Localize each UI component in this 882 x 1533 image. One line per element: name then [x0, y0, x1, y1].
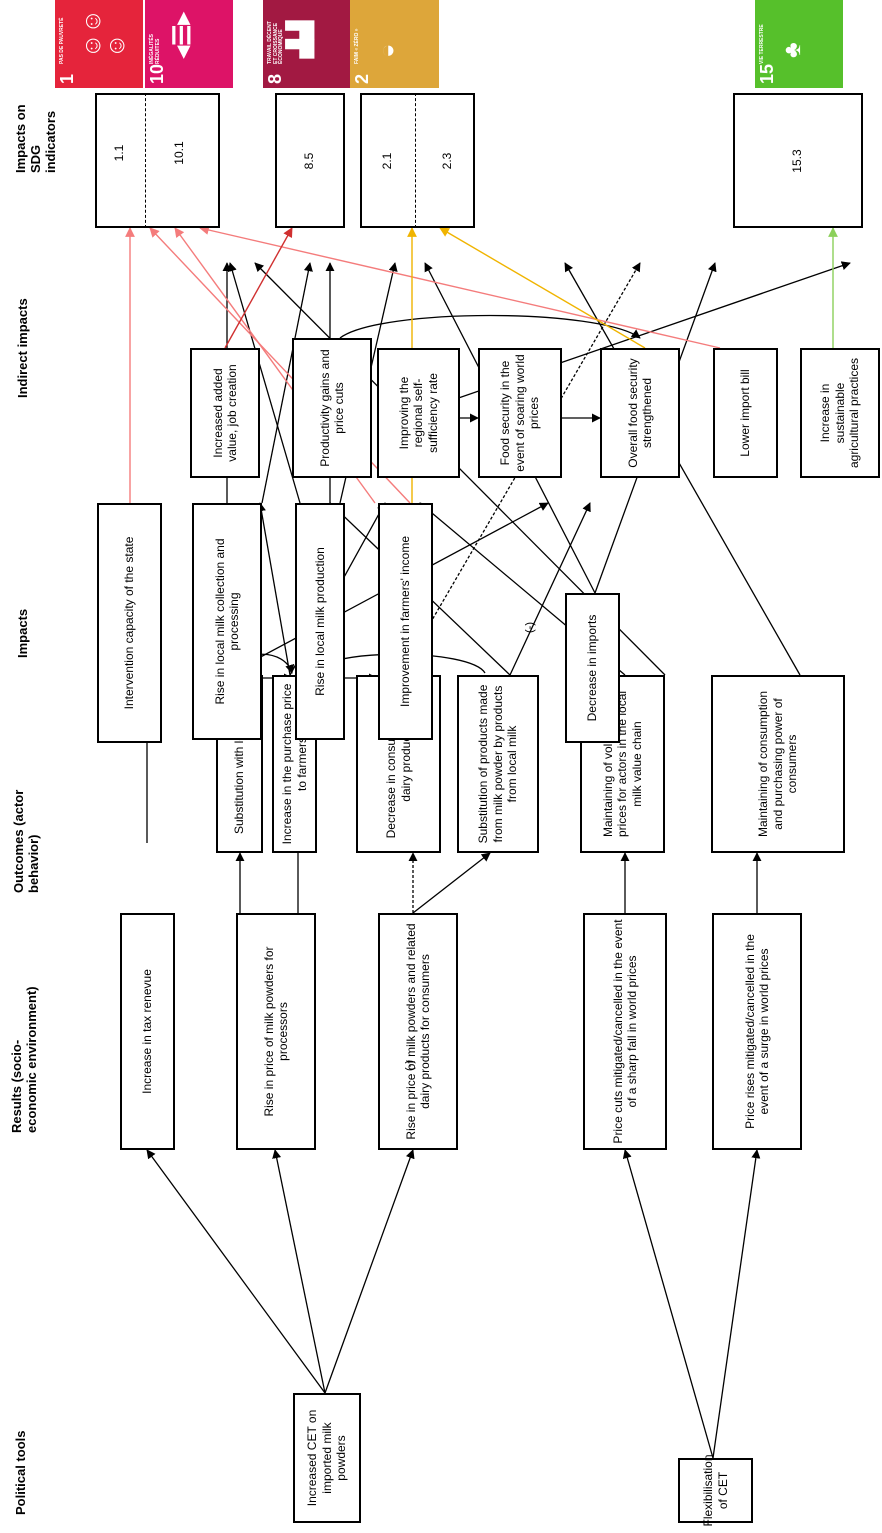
node-self-sufficiency: Improving the regional self-sufficiency … [377, 348, 460, 478]
equality-icon: ◂☰▸ [169, 12, 196, 58]
header-political-tools: Political tools [13, 1430, 28, 1515]
node-price-consumers: Rise in price of milk powders and relate… [378, 913, 458, 1150]
node-maintaining-consumption: Maintaining of consumption and purchasin… [711, 675, 845, 853]
node-productivity-gains: Productivity gains and price cuts [292, 338, 372, 478]
header-sdg-indicators: Impacts on SDG indicators [13, 104, 58, 173]
edge-cons-prod [412, 852, 491, 914]
edge-power-foodsec [564, 262, 801, 676]
tree-icon: ♣ [779, 42, 806, 58]
edge-flex-cuts [622, 1149, 714, 1459]
edge-gains-overall-curve [339, 314, 641, 339]
header-outcomes: Outcomes (actor behavior) [11, 789, 41, 893]
sdg2-tile: 2 FAIM « ZÉRO » ◒ [350, 0, 439, 88]
sdg-indicator-15-3: 15.3 [790, 149, 804, 173]
node-price-rises: Price rises mitigated/cancelled in the e… [712, 913, 802, 1150]
edge-overall-sdg2 [439, 227, 646, 349]
edge-flex-rises [712, 1149, 761, 1459]
node-local-milk-production: Rise in local milk production [295, 503, 345, 740]
sdg15-tile: 15 VIE TERRESTRE ♣ [755, 0, 843, 88]
edge-prodn-added [227, 262, 301, 504]
node-substitution-products: Substitution of products made from milk … [457, 675, 539, 853]
edge-added-sdg8 [224, 227, 293, 349]
sdg8-tile: 8 TRAVAIL DÉCENT ET CROISSANCE ÉCONOMIQU… [263, 0, 350, 88]
edge-collect-gains [261, 262, 313, 504]
node-price-processors: Rise in price of milk powders for proces… [236, 913, 316, 1150]
sdg-divider-2 [415, 93, 416, 228]
node-lower-import-bill: Lower import bill [713, 348, 778, 478]
node-added-value: Increased added value, job creation [190, 348, 260, 478]
node-overall-food-security: Overall food security strengthened [600, 348, 680, 478]
sdg1-tile: 1 PAS DE PAUVRETÉ ☺☺☺ [55, 0, 143, 88]
node-local-milk-collection: Rise in local milk collection and proces… [192, 503, 262, 740]
sdg-divider-1-10 [145, 93, 146, 228]
sdg-indicator-10-1: 10.1 [172, 141, 186, 165]
bowl-icon: ◒ [374, 43, 401, 59]
edge-cet-tax [146, 1149, 326, 1394]
node-sustainable-practices: Increase in sustainable agricultural pra… [800, 348, 880, 478]
sdg-indicator-2-1: 2.1 [380, 152, 394, 170]
node-food-security-prices: Food security in the event of soaring wo… [478, 348, 562, 478]
sdg-box-2 [360, 93, 475, 228]
header-indirect-impacts: Indirect impacts [15, 298, 30, 398]
node-decrease-imports: Decrease in imports [565, 593, 620, 743]
header-results: Results (socio-economic environment) [9, 986, 39, 1133]
node-tax-revenue: Increase in tax renevue [120, 913, 175, 1150]
sdg-indicator-2-3: 2.3 [440, 152, 454, 170]
sdg-indicator-1-1: 1.1 [112, 144, 126, 162]
growth-chart-icon: ▟▟ [287, 21, 314, 58]
edge-bill-sdg10 [199, 225, 721, 349]
node-intervention-capacity: Intervention capacity of the state [97, 503, 162, 743]
sdg-indicator-8-5: 8.5 [302, 152, 316, 170]
edge-label-negative-food-security: (-) [524, 622, 536, 633]
family-icon: ☺☺☺ [79, 8, 130, 58]
node-farmers-income: Improvement in farmers' income [378, 503, 433, 740]
edge-label-negative-consumption: (-) [404, 1060, 416, 1071]
edge-cet-cons [324, 1149, 415, 1394]
edge-purch-collect [256, 502, 291, 676]
node-price-cuts: Price cuts mitigated/cancelled in the ev… [583, 913, 667, 1150]
header-impacts: Impacts [15, 608, 30, 658]
edge-decr-overall [399, 262, 641, 676]
node-increased-cet: Increased CET on imported milk powders [293, 1393, 361, 1523]
node-flexibilisation-cet: Flexibilisation of CET [678, 1454, 753, 1527]
sdg10-tile: 10 INÉGALITÉS RÉDUITES ◂☰▸ [145, 0, 233, 88]
edge-cet-proc [272, 1149, 326, 1394]
edge-prod-imports [509, 502, 591, 676]
